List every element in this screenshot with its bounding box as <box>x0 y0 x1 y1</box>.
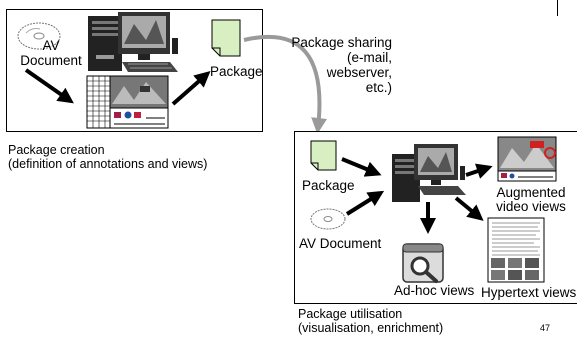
arrow-to-augmented <box>465 163 493 179</box>
utilisation-caption-line2: (visualisation, enrichment) <box>298 321 444 335</box>
utilisation-package-label: Package <box>302 178 355 193</box>
utilisation-caption-line1: Package utilisation <box>298 307 403 321</box>
corner-tick <box>557 0 558 16</box>
creation-av-document-label: AV Document <box>20 38 82 68</box>
arrow-av-to-annotation <box>24 68 74 104</box>
augmented-label-2: video views <box>496 199 566 214</box>
arrow-to-hypertext <box>454 196 484 221</box>
arrow-av-to-workstation <box>345 190 385 216</box>
sharing-line2: (e-mail, <box>346 50 392 65</box>
utilisation-av-document-label: AV Document <box>299 236 382 251</box>
arrow-package-to-workstation <box>341 157 382 177</box>
creation-caption-line1: Package creation <box>8 143 105 157</box>
arrow-package-sharing <box>243 34 328 134</box>
creation-caption-line2: (definition of annotations and views) <box>8 157 208 171</box>
sharing-line3: webserver, <box>326 65 392 80</box>
sharing-title: Package sharing <box>291 35 392 50</box>
hypertext-label: Hypertext views <box>481 285 577 300</box>
page-number: 47 <box>540 323 551 333</box>
arrow-annotation-to-package <box>171 71 211 106</box>
sharing-line4: etc.) <box>365 80 392 95</box>
adhoc-label: Ad-hoc views <box>394 283 475 298</box>
creation-package-label: Package <box>210 64 263 79</box>
augmented-label-1: Augmented <box>496 185 566 200</box>
